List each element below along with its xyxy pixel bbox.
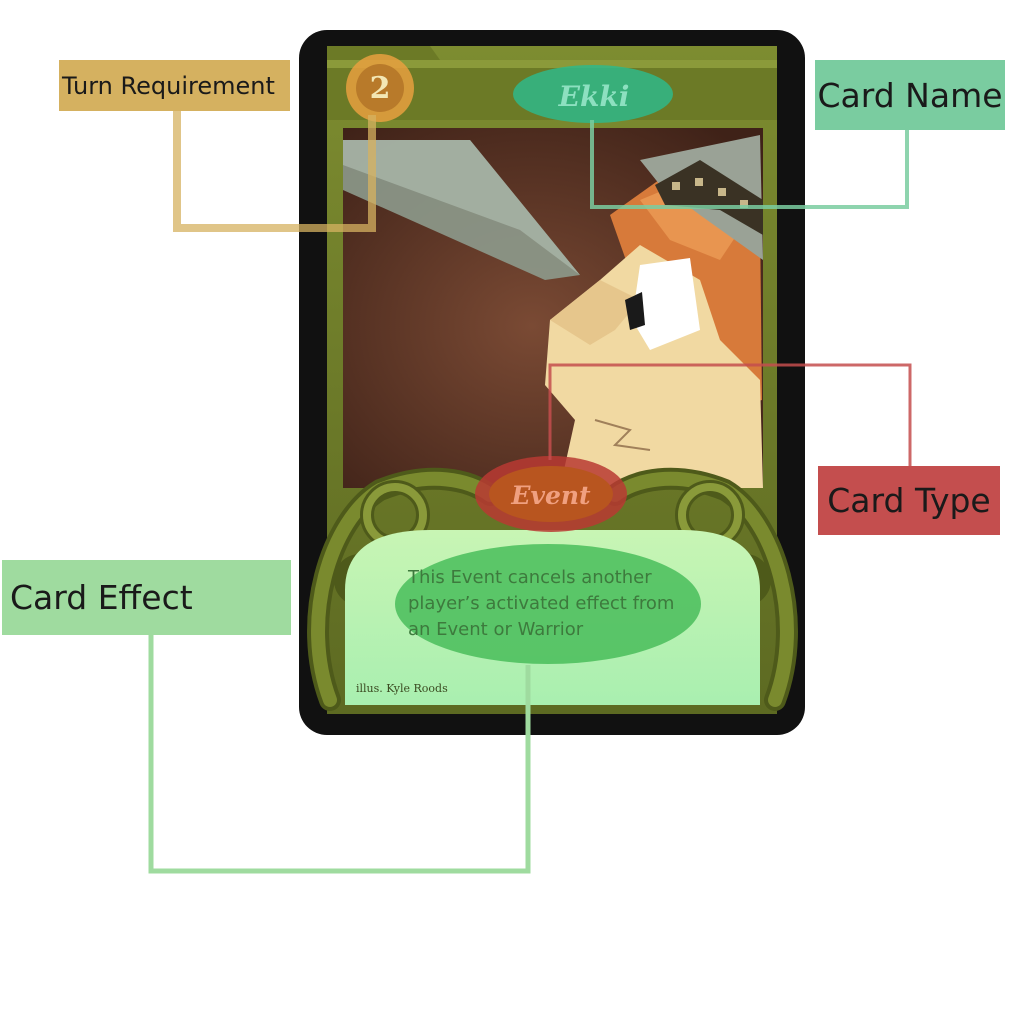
vine-ornament <box>307 467 798 711</box>
type-connector <box>548 363 912 466</box>
card-effect-callout: Card Effect <box>2 560 291 635</box>
card-type-label: Card Type <box>827 481 991 520</box>
warrior-eye <box>632 258 700 350</box>
turn-requirement-label: Turn Requirement <box>62 71 275 100</box>
name-connector <box>590 120 909 209</box>
effect-highlight <box>395 544 701 664</box>
name-badge <box>513 65 673 123</box>
card-effect-label: Card Effect <box>10 578 193 617</box>
card-name-label: Card Name <box>817 75 1003 115</box>
turn-requirement-callout: Turn Requirement <box>59 60 290 111</box>
card-illustration <box>343 128 763 488</box>
card-name-callout: Card Name <box>815 60 1005 130</box>
effect-connector <box>148 635 531 874</box>
type-badge <box>489 466 613 522</box>
card-type-callout: Card Type <box>818 466 1000 535</box>
turn-connector <box>173 111 376 232</box>
